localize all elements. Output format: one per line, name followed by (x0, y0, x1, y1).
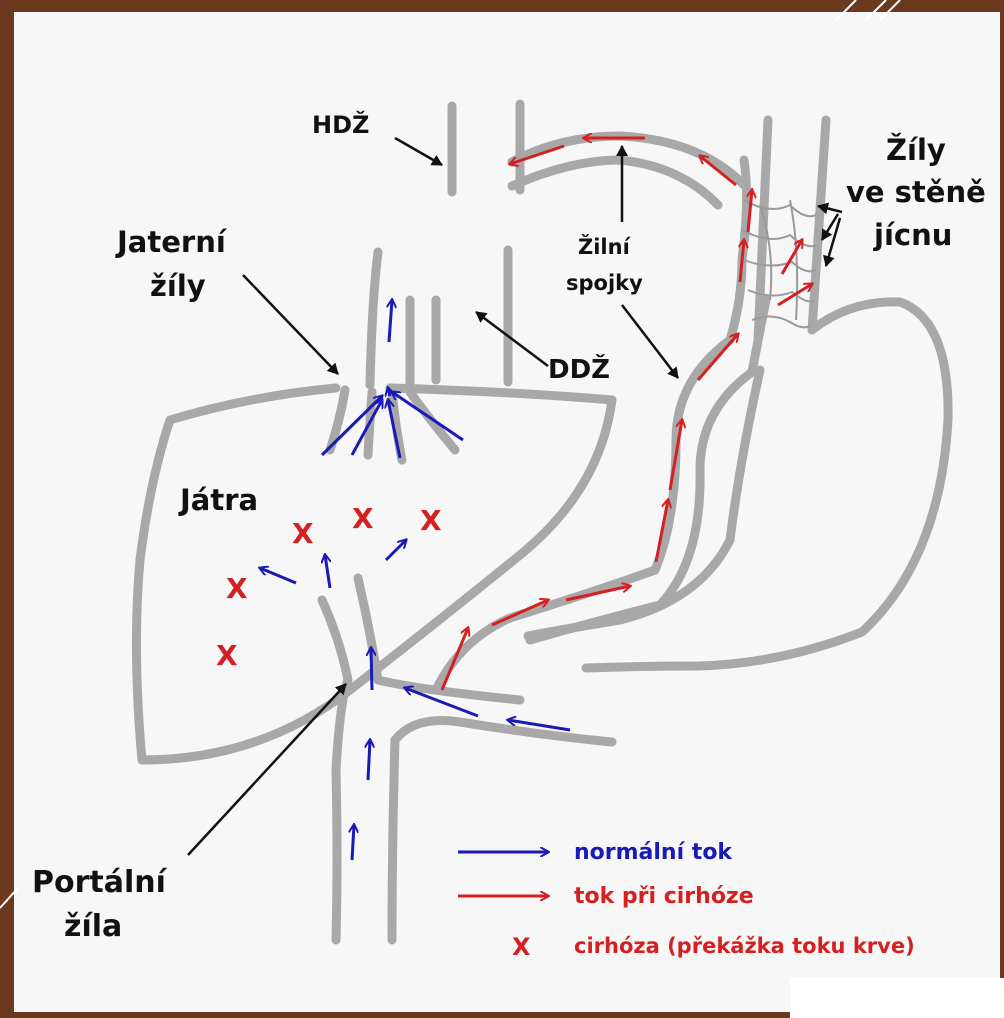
cirrhosis-x-5: X (216, 639, 238, 672)
cirrhosis-x-2: X (352, 502, 374, 535)
label-ddz: DDŽ (548, 353, 610, 385)
label-jaterni-zily-2: žíly (150, 269, 206, 303)
label-jaterni-zily-1: Jaterní (115, 225, 228, 259)
portal-vein-left (336, 770, 337, 940)
normal-arrow-portal-low (352, 825, 354, 860)
portal-vein-right (392, 740, 395, 940)
label-portalni-zila-1: Portální (32, 865, 168, 900)
cirrhosis-x-4: X (226, 572, 248, 605)
label-zilni-spojky-1: Žilní (578, 234, 632, 259)
white-patch (790, 978, 1004, 1018)
cirrhosis-x-1: X (292, 517, 314, 550)
label-zily-ve-stene-2: ve stěně (846, 175, 986, 209)
normal-arrow-portal-top (371, 648, 372, 690)
label-zily-ve-stene-3: jícnu (873, 218, 952, 252)
legend-normal-label: normální tok (574, 840, 733, 865)
legend-x-swatch: X (512, 933, 531, 961)
label-zily-ve-stene-1: Žíly (886, 133, 946, 167)
cirrhosis-x-3: X (420, 504, 442, 537)
normal-arrow-portal-mid (368, 740, 370, 780)
legend-cirrhosis-label: cirhóza (překážka toku krve) (574, 934, 915, 958)
label-zilni-spojky-2: spojky (566, 271, 643, 295)
legend-cirrhosis-flow-label: tok při cirhóze (574, 884, 754, 909)
normal-arrow-hv-center (388, 388, 390, 396)
label-jatra: Játra (178, 483, 258, 517)
label-hdz: HDŽ (312, 110, 369, 139)
label-portalni-zila-2: žíla (64, 909, 122, 944)
background (14, 12, 1000, 1012)
